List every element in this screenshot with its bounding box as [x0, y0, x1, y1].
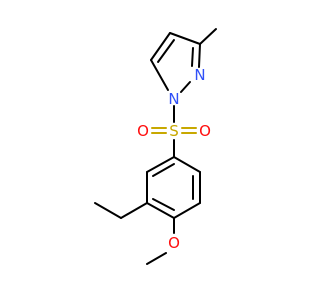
bond-c4-c5: [146, 202, 175, 219]
atom-n2: N: [194, 66, 205, 84]
bond-c6-c1-inner: [152, 163, 175, 177]
bond-c3-n2-double: [191, 47, 194, 67]
atom-labels: N N S O O O: [137, 66, 211, 252]
bond-c3-n2: [198, 43, 201, 68]
atom-o-right: O: [199, 122, 211, 140]
bond-c5-c4: [150, 32, 171, 61]
bond-c6-c1: [146, 156, 175, 173]
pyrazole-ring: [150, 28, 217, 93]
methoxy-group: [146, 217, 175, 265]
atom-o-left: O: [137, 122, 149, 140]
bond-c3-methyl: [199, 28, 217, 45]
sulfonyl-group: [151, 105, 197, 158]
bond-c4-c3: [169, 32, 201, 45]
atom-s: S: [169, 122, 179, 140]
bond-n1-c5: [150, 59, 169, 91]
atom-n1: N: [168, 90, 179, 108]
bond-c3-c4: [173, 202, 201, 219]
atom-o-methoxy: O: [168, 234, 180, 252]
bond-c1-c2: [173, 156, 201, 173]
molecule-canvas: N N S O O O: [94, 28, 217, 265]
ethyl-group: [94, 202, 148, 219]
bond-ch2-ch3: [94, 202, 122, 219]
molecule-structure: N N S O O O: [94, 28, 217, 265]
bond-c4-c5-inner: [152, 198, 175, 211]
benzene-ring: [146, 156, 201, 219]
bond-c5-c4-double: [157, 39, 175, 63]
bond-ring-ch2: [120, 202, 148, 219]
bond-n2-n1: [180, 81, 191, 93]
bond-o-ch3: [146, 252, 167, 265]
